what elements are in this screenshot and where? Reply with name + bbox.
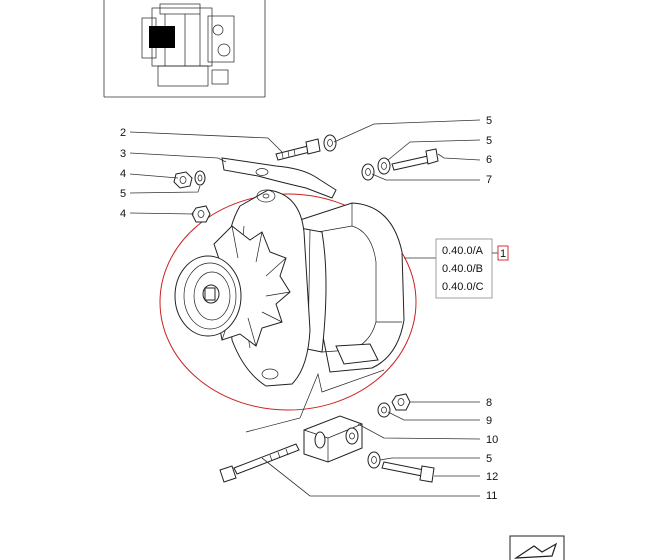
callout-5-bottom: 5 [486,453,492,465]
nut-icon [191,205,211,223]
callout-5: 5 [120,188,126,200]
callout-3: 3 [120,148,126,160]
callout-7: 7 [486,174,492,186]
callout-5-top: 5 [486,115,492,127]
callout-5-right: 5 [486,135,492,147]
alternator-group-outline [159,193,417,411]
reference-code-a: 0.40.0/A [442,245,484,257]
engine-thumbnail-icon [103,0,266,98]
washer-icon [361,157,391,181]
bolt-icon [219,443,300,483]
callout-4: 4 [120,168,126,180]
washer-icon [323,134,337,152]
next-page-arrow-icon[interactable] [509,535,565,560]
nut-icon [173,170,206,189]
mounting-bracket-icon [221,157,337,199]
bolt-icon [381,461,435,483]
nut-icon [391,393,411,411]
washer-icon [377,402,391,418]
bracket-block-icon [303,415,363,463]
reference-code-b: 0.40.0/B [442,263,483,275]
callout-11: 11 [486,490,497,502]
callout-4-lower: 4 [120,208,126,220]
alternator-icon [174,189,405,387]
callout-12: 12 [486,471,498,483]
reference-code-box: 0.40.0/A 0.40.0/B 0.40.0/C 1 [435,238,509,299]
reference-code-c: 0.40.0/C [442,281,484,293]
callout-10: 10 [486,434,498,446]
callout-8: 8 [486,397,492,409]
callout-9: 9 [486,415,492,427]
callout-2: 2 [120,127,126,139]
bolt-icon [391,148,439,171]
bolt-icon [275,138,321,161]
reference-index: 1 [500,248,506,260]
leader-lines [129,119,481,497]
callout-6: 6 [486,154,492,166]
washer-icon [367,451,381,469]
